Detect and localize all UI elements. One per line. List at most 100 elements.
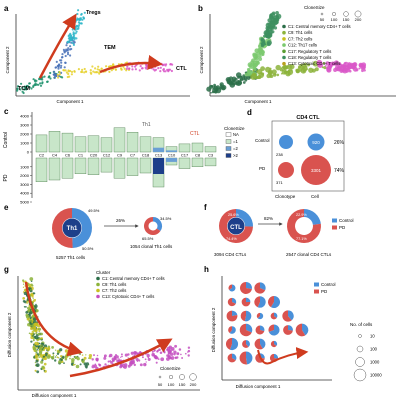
cluster-legend-label: C7: Th2 cells <box>288 36 312 41</box>
y-tick-label: 4000 <box>20 191 30 196</box>
scatter-cell-point <box>41 344 43 346</box>
trajectory-cell-point <box>69 69 72 73</box>
group-legend-swatch <box>332 218 337 223</box>
panel-f-caption-left: 3094 CD4 CTLs <box>214 252 247 257</box>
scatter-cell-point <box>34 326 36 329</box>
bar-control-expanded <box>166 150 177 152</box>
scatter-cell-point <box>46 355 51 359</box>
scatter-cell-point <box>35 363 40 367</box>
trajectory-cell-point <box>90 72 93 75</box>
scatter-cell-point <box>136 360 139 362</box>
trajectory-cell-point <box>250 73 257 80</box>
pie-slice-pd <box>270 312 277 320</box>
trajectory-cell-point <box>23 88 26 91</box>
scatter-cell-point <box>83 356 87 360</box>
donut-segment-control <box>304 209 321 225</box>
scatter-cell-point <box>113 357 116 360</box>
category-label: C7 <box>130 152 136 157</box>
scatter-cell-point <box>57 350 60 353</box>
trajectory-cell-point <box>252 65 257 70</box>
scatter-cell-point <box>159 351 163 355</box>
scatter-cell-point <box>34 369 37 372</box>
bar-control <box>100 137 113 153</box>
scatter-cell-point <box>162 350 166 353</box>
panel-g-legend-title: Cluster <box>96 270 111 275</box>
group-legend-label: Control <box>321 282 336 287</box>
pie-slice-pd <box>227 297 236 307</box>
pie-slice-pd <box>267 295 274 308</box>
cluster-legend-label: C18: Regulatory T cells <box>288 55 331 60</box>
panel-c-legend: NA=1=2>2 <box>225 132 239 158</box>
scatter-cell-point <box>60 358 63 362</box>
bar-control-expanded <box>153 147 164 152</box>
trajectory-cell-point <box>266 42 271 47</box>
scatter-cell-point <box>22 300 26 303</box>
scatter-cell-point <box>135 357 139 362</box>
scatter-cell-point <box>72 363 75 366</box>
size-legend-circle <box>358 334 362 338</box>
scatter-cell-point <box>42 357 46 360</box>
panel-a-label-tregs: Tregs <box>86 10 101 16</box>
clonesize-legend-circle <box>343 11 349 17</box>
trajectory-cell-point <box>228 80 234 86</box>
pie-slice-control <box>232 297 237 304</box>
scatter-cell-point <box>120 356 122 358</box>
group-legend-label: PD <box>339 225 346 230</box>
trajectory-cell-point <box>57 67 60 70</box>
trajectory-cell-point <box>126 65 129 68</box>
scatter-cell-point <box>22 279 25 282</box>
size-legend-tick: 10 <box>370 334 375 339</box>
clonesize-swatch-label: NA <box>233 132 239 137</box>
trajectory-cell-point <box>56 73 59 76</box>
bar-control <box>139 136 152 153</box>
pie-slice-control <box>232 353 237 361</box>
cluster-legend-label: C7: Th2 cells <box>102 288 126 293</box>
cluster-legend-label: C9: Th1 cells <box>102 282 126 287</box>
trajectory-cell-point <box>322 62 326 65</box>
trajectory-cell-point <box>154 68 158 71</box>
scatter-cell-point <box>36 370 40 374</box>
bar-pd-expanded <box>166 158 177 162</box>
trajectory-cell-point <box>39 84 43 87</box>
panel-e-center-label: Th1 <box>67 226 78 232</box>
category-label: C10 <box>168 152 176 157</box>
panel-b-ylabel: Component 2 <box>199 46 204 74</box>
panel-g-xlabel: Diffusion component 1 <box>32 393 77 398</box>
panel-h-pie-grid <box>225 282 309 365</box>
scatter-cell-point <box>168 345 172 349</box>
scatter-cell-point <box>145 361 147 363</box>
panel-h-ylabel: Diffusion component 2 <box>211 307 216 352</box>
scatter-cell-point <box>107 360 110 363</box>
trajectory-cell-point <box>58 73 62 76</box>
clonesize-legend-tick: 50 <box>158 382 163 387</box>
trajectory-cell-point <box>66 40 69 43</box>
bar-control <box>204 146 217 153</box>
scatter-cell-point <box>40 350 42 353</box>
bar-control <box>191 142 204 153</box>
trajectory-cell-point <box>70 73 73 76</box>
scatter-cell-point <box>29 311 33 315</box>
panel-a-arrow-up <box>38 13 77 79</box>
scatter-cell-point <box>34 322 39 326</box>
trajectory-cell-point <box>70 70 74 73</box>
panel-g-ylabel: Diffusion component 2 <box>7 312 12 357</box>
scatter-cell-point <box>29 316 32 319</box>
panel-label-g: g <box>4 265 9 274</box>
pie-slice-pd <box>256 312 260 319</box>
scatter-cell-point <box>109 360 112 362</box>
clonesize-legend-tick: 150 <box>343 17 350 22</box>
trajectory-cell-point <box>134 68 137 71</box>
group-legend-label: PD <box>321 289 328 294</box>
scatter-cell-point <box>30 340 33 343</box>
trajectory-cell-point <box>287 73 290 76</box>
scatter-cell-point <box>146 353 150 358</box>
category-label: C3 <box>208 152 214 157</box>
bar-control <box>126 131 139 153</box>
trajectory-cell-point <box>164 70 167 73</box>
trajectory-cell-point <box>52 73 56 76</box>
scatter-cell-point <box>180 353 182 356</box>
scatter-cell-point <box>54 359 57 362</box>
trajectory-cell-point <box>34 83 37 87</box>
